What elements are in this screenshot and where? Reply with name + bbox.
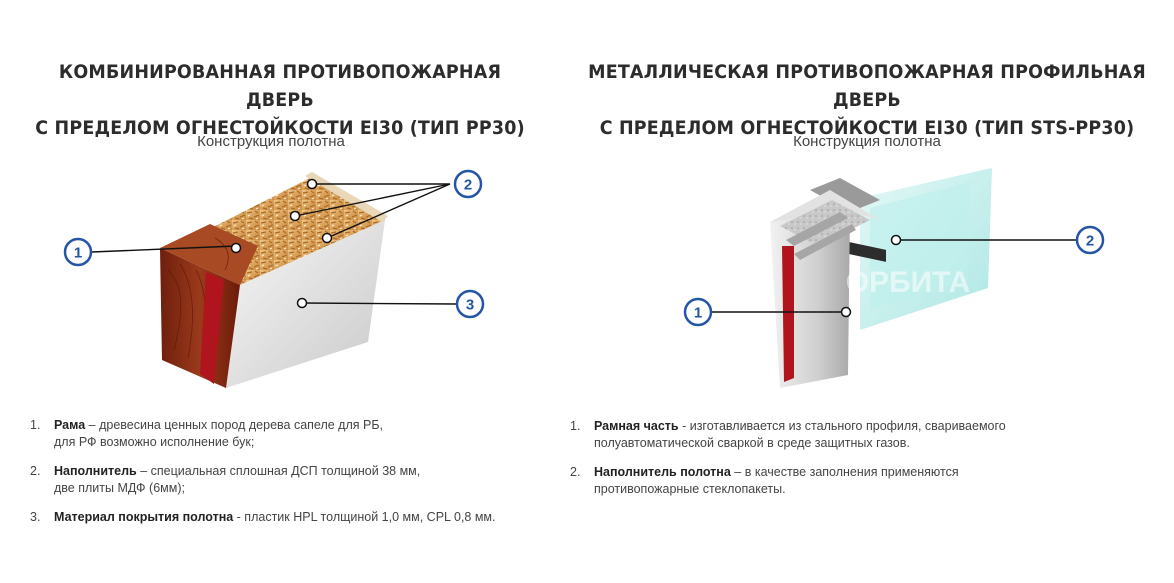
svg-text:1: 1 xyxy=(694,305,702,322)
top-profile xyxy=(810,178,880,212)
right-title-line2: С ПРЕДЕЛОМ ОГНЕСТОЙКОСТИ EI30 (ТИП STS-Р… xyxy=(599,117,1135,139)
callout-2: 2 xyxy=(453,169,483,199)
svg-text:2: 2 xyxy=(1086,233,1094,250)
fire-seal-strip xyxy=(782,246,794,382)
svg-text:2: 2 xyxy=(464,177,472,194)
list-item: 3. Материал покрытия полотна - пластик H… xyxy=(30,510,496,524)
callout-1: 1 xyxy=(63,237,93,267)
wood-frame-top xyxy=(160,224,258,285)
left-title-line1: КОМБИНИРОВАННАЯ ПРОТИВОПОЖАРНАЯ ДВЕРЬ xyxy=(58,61,502,111)
right-subtitle: Конструкция полотна xyxy=(793,133,941,150)
list-item: 2. Наполнитель – специальная сплошная ДС… xyxy=(30,464,421,495)
list-item: 1. Рама – древесина ценных пород дерева … xyxy=(30,418,384,449)
fire-seal-strip xyxy=(200,272,224,384)
right-title-line1: МЕТАЛЛИЧЕСКАЯ ПРОТИВОПОЖАРНАЯ ПРОФИЛЬНАЯ… xyxy=(588,61,1146,111)
svg-text:3: 3 xyxy=(466,297,474,314)
left-title-line2: С ПРЕДЕЛОМ ОГНЕСТОЙКОСТИ EI30 (ТИП РР30) xyxy=(35,117,525,139)
list-item: 1. Рамная часть - изготавливается из ста… xyxy=(570,419,1006,450)
left-subtitle: Конструкция полотна xyxy=(197,133,345,150)
watermark: ОРБИТА xyxy=(846,266,971,299)
combined-door-illustration: 1 2 3 xyxy=(63,169,485,388)
callout-2: 2 xyxy=(1075,225,1105,255)
callout-1: 1 xyxy=(683,297,713,327)
svg-text:1: 1 xyxy=(74,245,82,262)
right-legend: 1. Рамная часть - изготавливается из ста… xyxy=(570,418,1130,510)
callout-3: 3 xyxy=(455,289,485,319)
right-title: МЕТАЛЛИЧЕСКАЯ ПРОТИВОПОЖАРНАЯ ПРОФИЛЬНАЯ… xyxy=(585,58,1150,142)
left-panel: КОМБИНИРОВАННАЯ ПРОТИВОПОЖАРНАЯ ДВЕРЬ С … xyxy=(0,0,560,583)
metal-door-illustration: ОРБИТА 1 2 xyxy=(683,168,1105,388)
left-title: КОМБИНИРОВАННАЯ ПРОТИВОПОЖАРНАЯ ДВЕРЬ С … xyxy=(22,58,537,142)
list-item: 2. Наполнитель полотна – в качестве запо… xyxy=(570,465,959,496)
right-panel: МЕТАЛЛИЧЕСКАЯ ПРОТИВОПОЖАРНАЯ ПРОФИЛЬНАЯ… xyxy=(560,0,1174,583)
left-legend: 1. Рама – древесина ценных пород дерева … xyxy=(30,417,550,538)
glass-pane-front xyxy=(870,182,970,310)
